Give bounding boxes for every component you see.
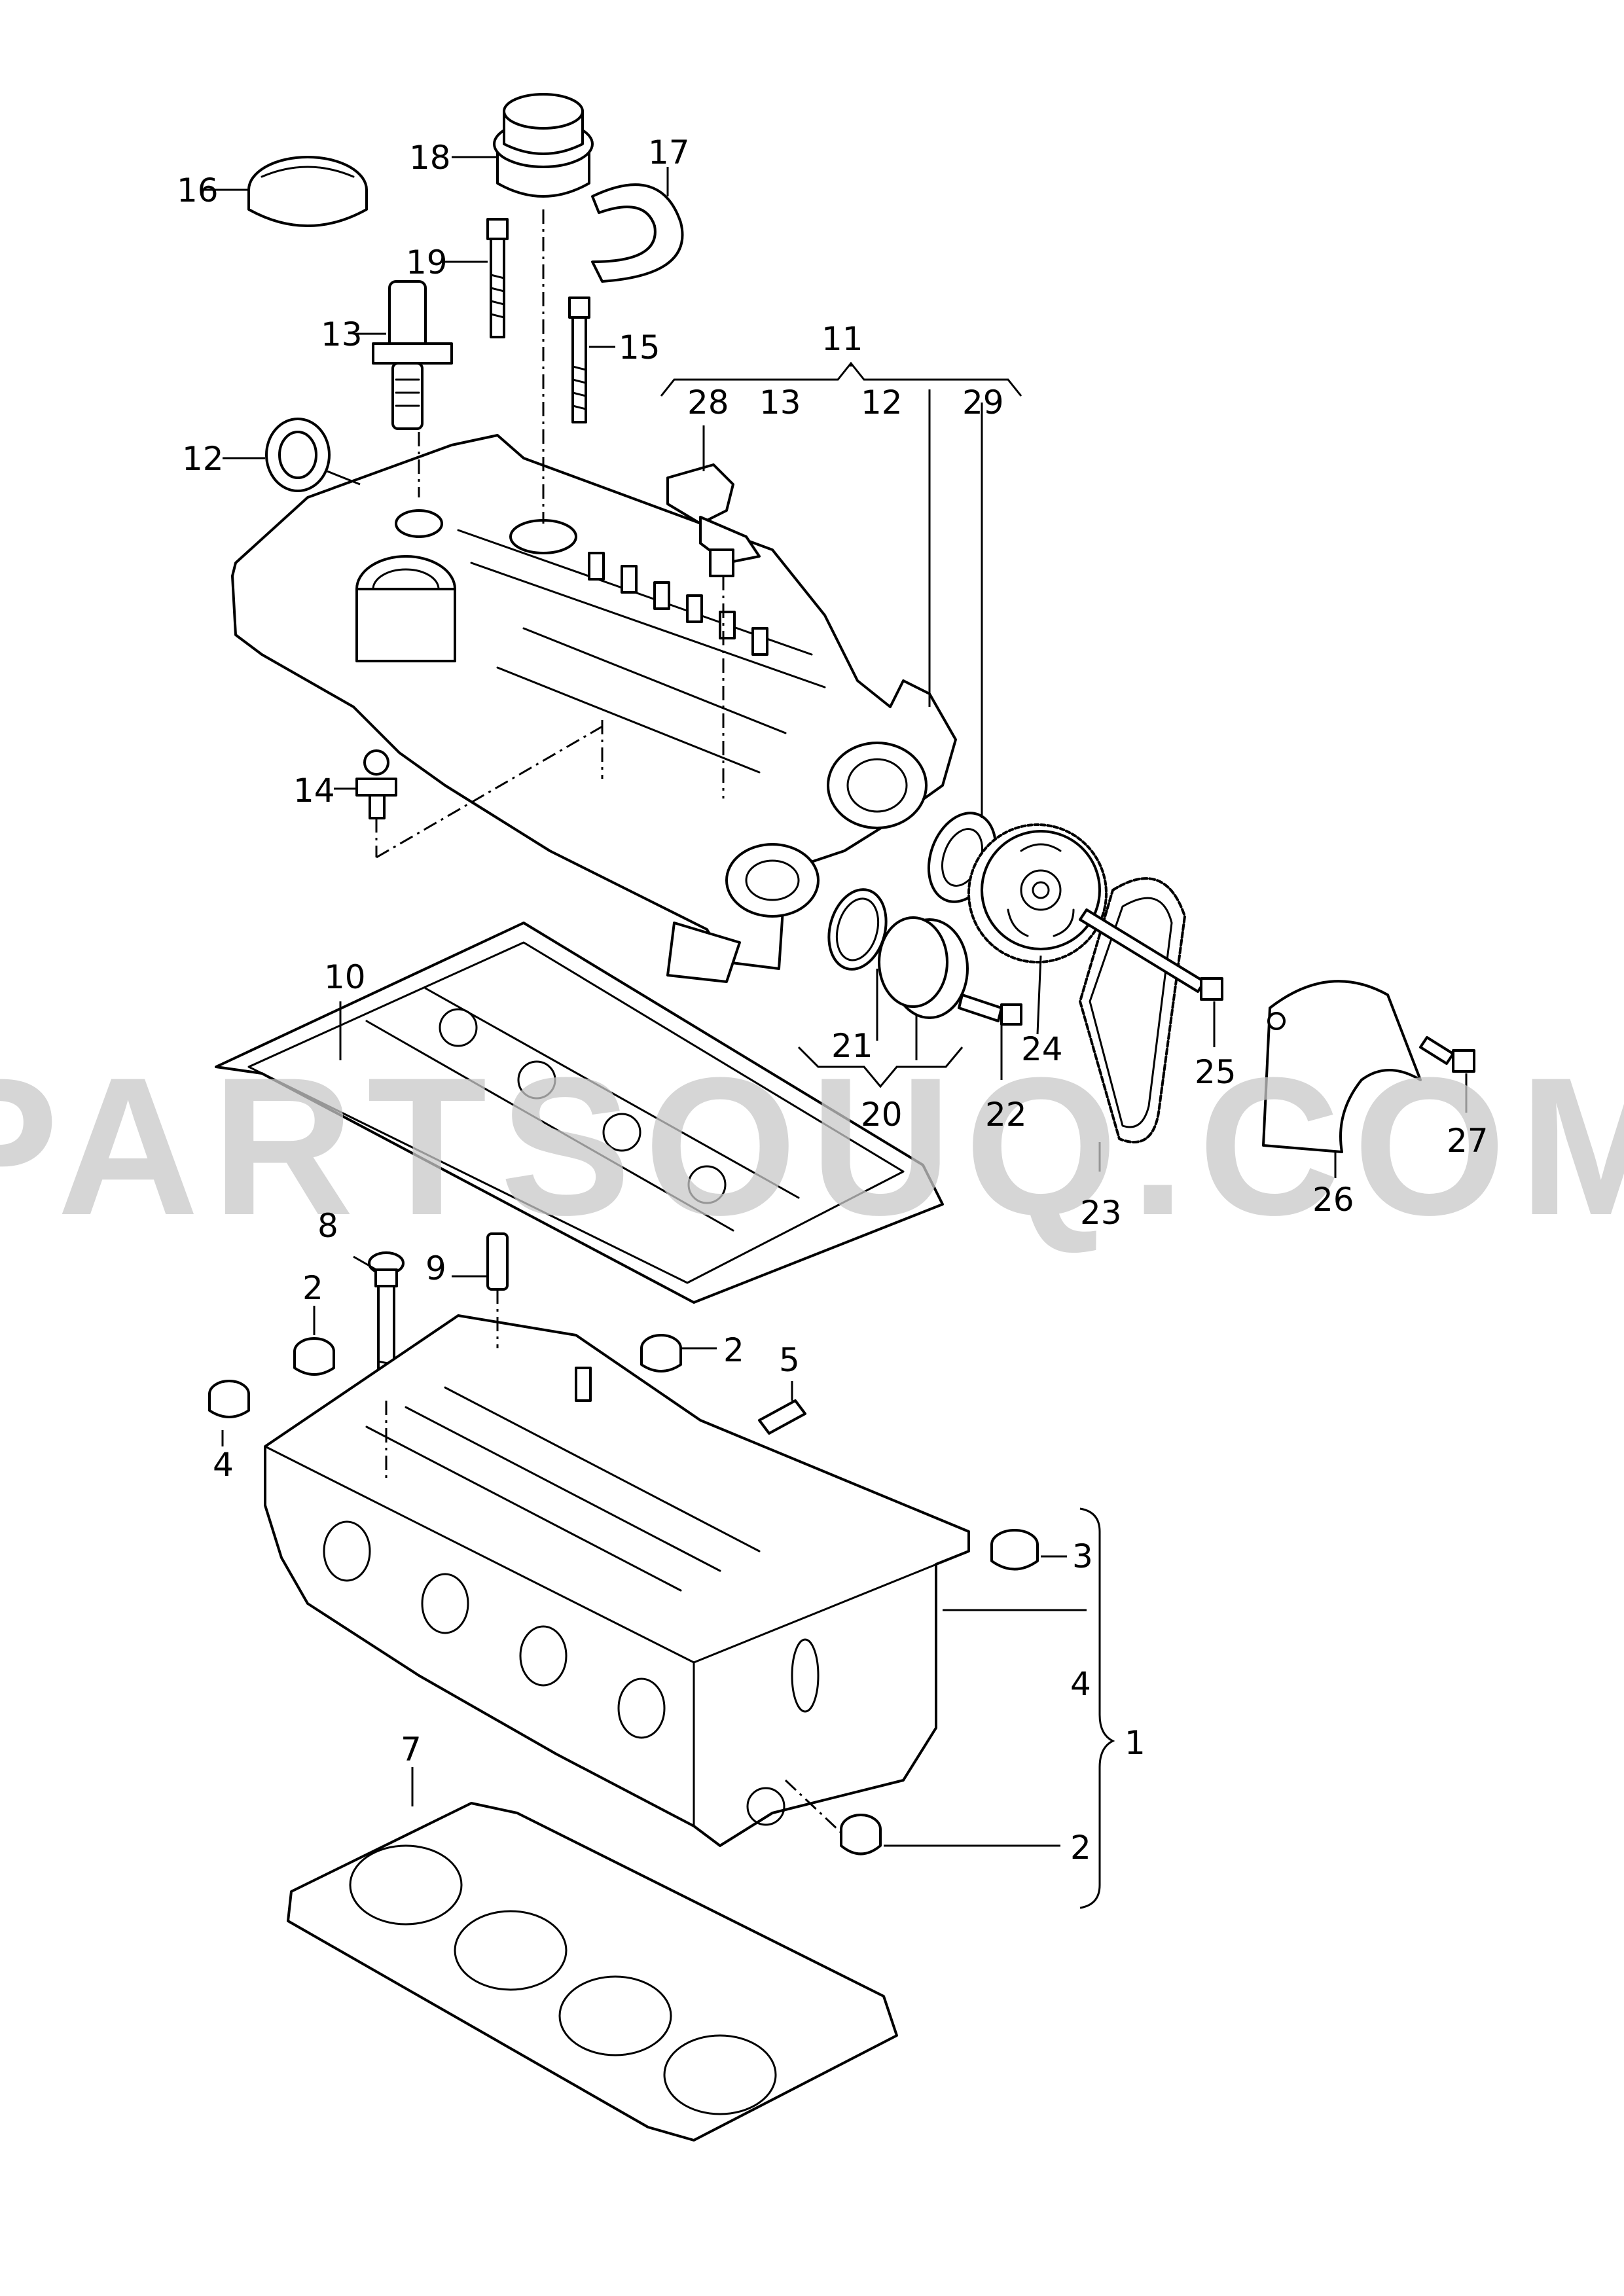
cylinder-head-cover-gasket [215,922,944,1304]
callout-25: 25 [1195,1053,1236,1091]
oil-filler-cap [247,156,368,227]
breather-valve [493,93,594,198]
callout-3: 3 [1072,1537,1093,1575]
camshaft-position-sensor [666,463,761,577]
callout-2a: 2 [302,1269,323,1307]
leader-lines [203,156,1468,1909]
callout-11: 11 [821,320,863,358]
callout-23: 23 [1080,1194,1122,1232]
callout-2b: 2 [723,1331,744,1369]
callout-29: 29 [962,384,1004,422]
callout-14: 14 [293,772,335,810]
sealing-plug-upper-left [293,1337,335,1376]
bolt-22 [958,994,1022,1026]
callout-13: 13 [321,315,363,353]
callout-13b: 13 [759,384,801,422]
camshaft-solenoid-valve [372,280,453,430]
callout-4b: 4 [1070,1665,1091,1703]
cylinder-head-gasket [287,1802,898,2142]
callout-7: 7 [401,1731,422,1768]
callout-17: 17 [648,134,690,171]
assembly-centerlines [375,209,842,1834]
watermark-text: PARTSOUQ.COM [0,1036,1624,1256]
callout-12: 12 [182,440,224,478]
callout-9: 9 [425,1249,446,1287]
timing-belt-cover [1262,980,1422,1153]
callout-28: 28 [687,384,729,422]
camshaft-seal-ring [265,418,331,492]
callout-2c: 2 [1070,1829,1091,1867]
sealing-plug-lower [840,1814,882,1856]
callout-10: 10 [324,958,366,996]
callout-labels: 16 18 17 19 15 13 11 28 13 12 29 12 14 1… [177,134,1489,1867]
callout-21: 21 [831,1027,873,1065]
camshaft-sprocket [967,823,1108,963]
bolt-15 [568,296,590,423]
ball-stud [355,749,397,819]
bolt-25 [1079,908,1223,1001]
cylinder-head [264,1314,970,1847]
sealing-plug-3 [990,1529,1039,1571]
callout-18: 18 [409,139,451,177]
callout-16: 16 [177,171,219,209]
callout-24: 24 [1021,1030,1063,1068]
callout-27: 27 [1447,1122,1489,1160]
sealing-plug-left [208,1380,250,1418]
hollow-pin [758,1399,806,1435]
bolt-19 [486,218,509,338]
breather-hose [591,183,684,283]
callout-5: 5 [779,1341,800,1379]
callout-19: 19 [406,243,448,281]
cover-cap [878,916,969,1019]
callout-20: 20 [861,1096,903,1134]
callout-15: 15 [619,329,660,367]
callout-4a: 4 [213,1446,234,1484]
callout-22: 22 [985,1096,1027,1134]
callout-1: 1 [1125,1724,1146,1762]
sealing-plug-upper-right [640,1334,682,1372]
callout-12b: 12 [861,384,903,422]
callout-26: 26 [1312,1181,1354,1219]
cylinder-head-cover [231,434,957,983]
bolt-27 [1419,1036,1475,1073]
timing-belt [1079,877,1186,1143]
callout-8: 8 [317,1207,338,1245]
